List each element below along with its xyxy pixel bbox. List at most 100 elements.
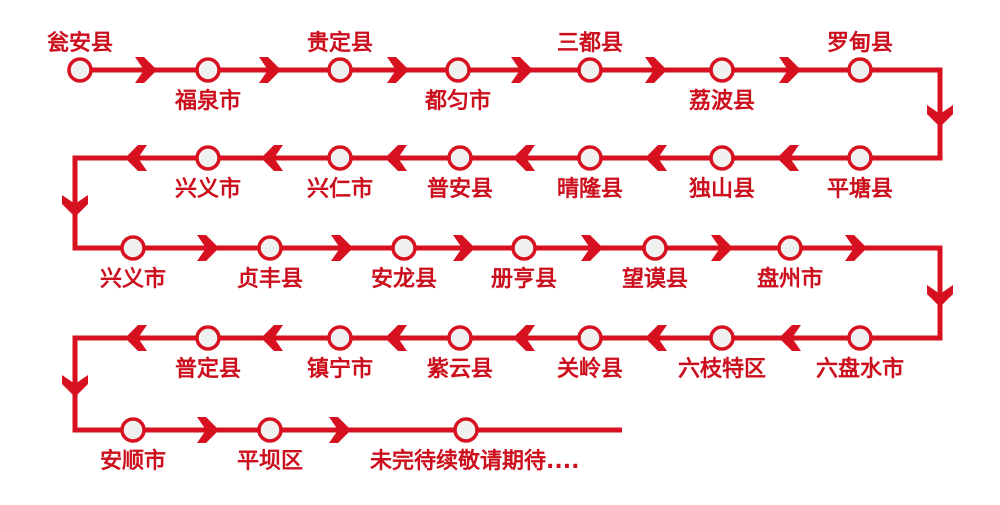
arrow-down-icon [62,375,88,397]
station-marker [577,57,603,83]
station-marker [847,145,873,171]
arrow-left-icon [777,145,799,171]
arrow-right-icon [259,57,281,83]
station-label: 兴义市 [175,176,241,202]
station-marker [120,235,146,261]
station-marker [445,57,471,83]
stations: 瓮安县福泉市贵定县都匀市三都县荔波县罗甸县平塘县独山县晴隆县普安县兴仁市兴义市兴… [47,30,904,474]
arrow-left-icon [385,325,407,351]
station-label: 晴隆县 [557,176,623,202]
arrow-right-icon [711,235,733,261]
station-marker [327,325,353,351]
station-label: 普安县 [427,176,493,202]
station-marker [709,145,735,171]
arrow-right-icon [331,235,353,261]
station-marker [847,325,873,351]
station: 安顺市 [100,417,166,474]
station-marker [120,417,146,443]
station-label: 荔波县 [689,89,755,114]
station: 独山县 [689,145,755,202]
arrow-right-icon [511,57,533,83]
station: 三都县 [557,31,623,83]
station-label: 贵定县 [307,30,373,56]
station-label: 兴义市 [100,266,166,292]
station: 罗甸县 [827,30,893,83]
station-marker [511,235,537,261]
station: 兴仁市 [307,145,373,202]
arrow-down-icon [927,285,953,307]
station: 荔波县 [689,57,755,114]
station-label: 安龙县 [371,266,437,292]
arrow-left-icon [513,145,535,171]
arrow-left-icon [645,145,667,171]
station: 镇宁市 [307,325,373,382]
station: 未完待续敬请期待.... [370,417,579,474]
station: 瓮安县 [47,30,113,83]
station-marker [709,325,735,351]
station: 望谟县 [622,235,688,292]
station-marker [391,235,417,261]
station-label: 平塘县 [827,176,893,202]
arrow-left-icon [261,325,283,351]
station: 贞丰县 [237,235,303,292]
station-label: 兴仁市 [307,176,373,202]
arrow-right-icon [387,57,409,83]
station-label: 贞丰县 [237,267,303,292]
station-label: 独山县 [689,177,755,202]
station-label: 盘州市 [757,266,823,292]
station: 盘州市 [757,235,823,292]
arrow-right-icon [453,235,475,261]
arrow-left-icon [261,145,283,171]
station-label: 紫云县 [427,356,493,382]
station-label: 未完待续敬请期待.... [370,448,579,474]
station: 福泉市 [174,57,241,114]
station-label: 瓮安县 [47,30,113,56]
arrow-right-icon [197,235,219,261]
station: 贵定县 [307,30,373,83]
station-label: 平坝区 [237,449,303,474]
direction-arrows [62,57,953,443]
station: 普定县 [175,325,241,382]
station-label: 六盘水市 [816,356,904,382]
station-marker [327,145,353,171]
station: 晴隆县 [557,145,623,202]
station-label: 福泉市 [174,88,241,114]
arrow-down-icon [62,195,88,217]
arrow-left-icon [779,325,801,351]
station-label: 安顺市 [100,448,166,474]
station-marker [709,57,735,83]
station-marker [777,235,803,261]
arrow-left-icon [513,325,535,351]
station: 册亨县 [491,235,557,292]
station-label: 册亨县 [491,266,557,292]
arrow-right-icon [779,57,801,83]
station-label: 普定县 [175,356,241,382]
station: 平塘县 [827,145,893,202]
station: 平坝区 [237,417,303,474]
station-label: 镇宁市 [307,356,373,382]
arrow-right-icon [845,235,867,261]
station-marker [327,57,353,83]
station-marker [257,235,283,261]
station: 都匀市 [424,57,491,114]
station: 紫云县 [427,325,493,382]
station-marker [257,417,283,443]
station-marker [453,417,479,443]
arrow-right-icon [197,417,219,443]
station: 六枝特区 [678,325,766,382]
station-label: 罗甸县 [827,30,893,56]
station-label: 望谟县 [622,267,688,292]
station: 普安县 [427,145,493,202]
station-label: 三都县 [557,31,623,56]
arrow-left-icon [645,325,667,351]
station: 安龙县 [371,235,437,292]
station-marker [847,57,873,83]
station: 兴义市 [175,145,241,202]
station-marker [195,145,221,171]
station: 关岭县 [557,325,623,382]
station-marker [577,145,603,171]
arrow-left-icon [125,325,147,351]
station-label: 都匀市 [424,88,491,114]
arrow-right-icon [135,57,157,83]
